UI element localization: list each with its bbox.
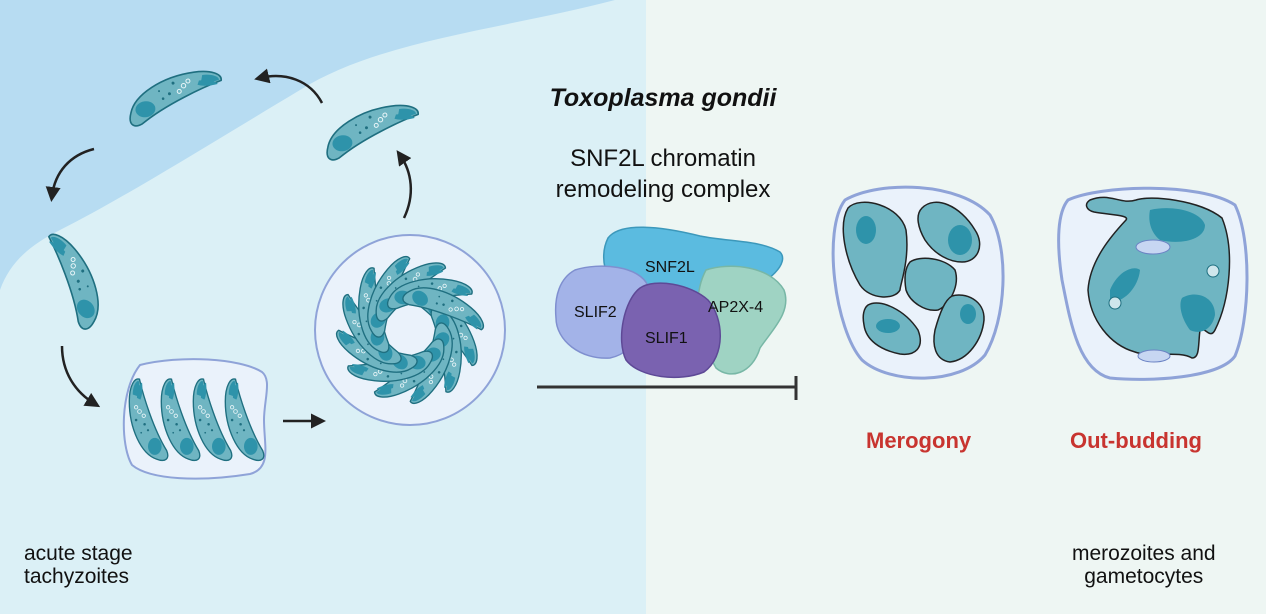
- cycle-arrow-5: [396, 150, 413, 219]
- cycle-arrow-2: [45, 147, 95, 202]
- acute-stage-label: acute stage tachyzoites: [24, 542, 133, 588]
- merogony-label: Merogony: [866, 428, 972, 453]
- snf2l-complex: [554, 226, 787, 379]
- complex-subtitle: SNF2L chromatin remodeling complex: [520, 143, 806, 205]
- acute-stage-line2: tachyzoites: [24, 565, 130, 588]
- complex-subtitle-line2: remodeling complex: [555, 176, 771, 203]
- merogony-illustration: [831, 185, 1005, 380]
- out-budding-label: Out-budding: [1070, 428, 1202, 453]
- protein-slif1: [620, 282, 721, 379]
- out-budding-illustration: [1057, 186, 1249, 381]
- label-ap2x4: AP2X-4: [708, 299, 764, 316]
- label-slif2: SLIF2: [574, 304, 617, 321]
- cycle-arrow-1: [254, 68, 324, 104]
- merozoites-line2: gametocytes: [1084, 565, 1204, 588]
- merozoites-line1: merozoites and: [1072, 542, 1216, 565]
- label-slif1: SLIF1: [645, 330, 688, 347]
- host-cell-band: [0, 0, 615, 290]
- rosette-vacuole: [314, 234, 506, 426]
- complex-subtitle-line1: SNF2L chromatin: [570, 145, 756, 172]
- cycle-arrow-3: [60, 345, 101, 408]
- parasitophorous-vacuole-4: [122, 358, 269, 480]
- merozoites-label: merozoites and gametocytes: [1072, 542, 1216, 588]
- label-snf2l: SNF2L: [645, 259, 695, 276]
- figure-title: Toxoplasma gondii: [549, 84, 777, 112]
- acute-stage-line1: acute stage: [24, 542, 133, 565]
